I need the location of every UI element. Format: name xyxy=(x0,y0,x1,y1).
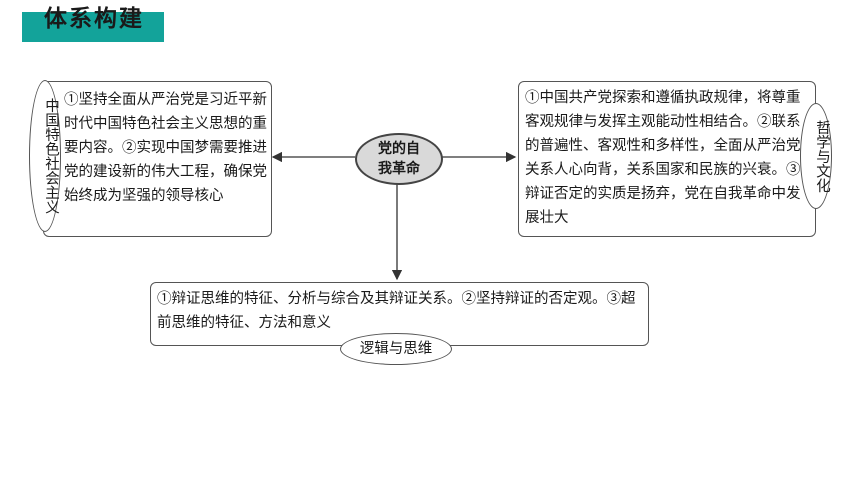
right-topic-label: 哲学与文化 xyxy=(800,103,832,209)
center-topic-node: 党的自我革命 xyxy=(355,133,443,185)
page-title: 体系构建 xyxy=(44,6,144,32)
left-content-box: ①坚持全面从严治党是习近平新时代中国特色社会主义思想的重要内容。②实现中国梦需要… xyxy=(43,81,272,237)
left-content-text: ①坚持全面从严治党是习近平新时代中国特色社会主义思想的重要内容。②实现中国梦需要… xyxy=(64,92,267,204)
right-content-box: ①中国共产党探索和遵循执政规律，将尊重客观规律与发挥主观能动性相结合。②联系的普… xyxy=(518,81,816,237)
right-topic-label-text: 哲学与文化 xyxy=(814,119,830,193)
left-topic-label: 中国特色社会主义 xyxy=(29,80,61,232)
left-topic-label-text: 中国特色社会主义 xyxy=(43,98,59,214)
right-content-text: ①中国共产党探索和遵循执政规律，将尊重客观规律与发挥主观能动性相结合。②联系的普… xyxy=(525,90,801,226)
title-bar-accent xyxy=(22,12,164,42)
bottom-content-text: ①辩证思维的特征、分析与综合及其辩证关系。②坚持辩证的否定观。③超前思维的特征、… xyxy=(157,291,636,331)
center-topic-text: 党的自我革命 xyxy=(378,141,420,177)
bottom-topic-label: 逻辑与思维 xyxy=(340,333,452,365)
bottom-content-box: ①辩证思维的特征、分析与综合及其辩证关系。②坚持辩证的否定观。③超前思维的特征、… xyxy=(150,282,649,346)
